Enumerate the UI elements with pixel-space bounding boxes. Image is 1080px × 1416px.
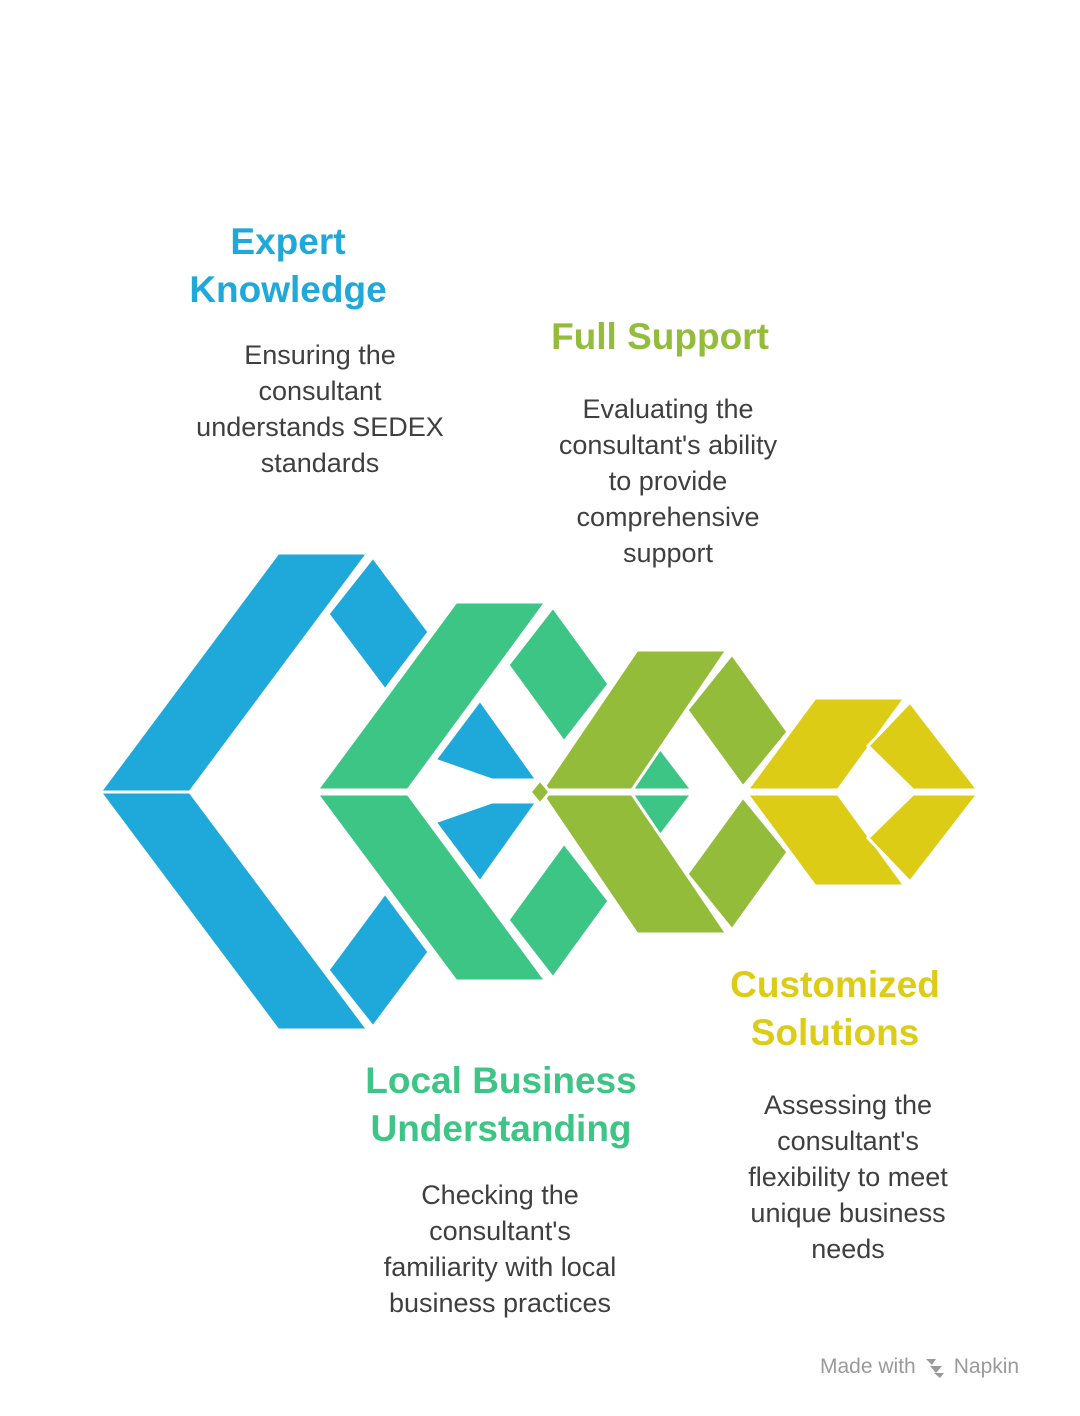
diamond-customized-solutions (744, 696, 982, 888)
made-with-napkin-credit: Made with Napkin (820, 1352, 1050, 1382)
blue-upper-arm (97, 551, 371, 794)
diamond-expert-knowledge (97, 551, 540, 1032)
local-business-title: Local Business Understanding (365, 1060, 637, 1149)
blue-lower-tip (326, 890, 431, 1030)
green-lower-tip (506, 840, 611, 981)
customized-solutions-description: Assessing the consultant's flexibility t… (748, 1090, 948, 1264)
expert-knowledge-description: Ensuring the consultant understands SEDE… (196, 340, 444, 478)
olive-left-notch (528, 777, 552, 807)
diamond-full-support (528, 648, 790, 936)
olive-lower-tip (685, 794, 790, 933)
yellow-upper-tip (865, 699, 982, 792)
blue-inner-upper (432, 697, 540, 782)
expert-knowledge-title: Expert Knowledge (189, 221, 387, 310)
blue-upper-tip (326, 554, 431, 693)
yellow-upper-arm (744, 696, 908, 792)
green-lower-arm (314, 792, 549, 983)
olive-lower-arm (539, 792, 730, 936)
full-support-title: Full Support (551, 316, 769, 357)
yellow-lower-tip (865, 792, 982, 885)
napkin-logo-icon (925, 1359, 944, 1378)
green-upper-arm (314, 600, 549, 792)
olive-upper-tip (685, 651, 790, 790)
napkin-brand-label: Napkin (953, 1355, 1020, 1378)
local-business-description: Checking the consultant's familiarity wi… (383, 1180, 617, 1318)
blue-lower-arm (97, 790, 371, 1032)
olive-upper-arm (539, 648, 730, 792)
green-upper-tip (506, 604, 611, 745)
full-support-description: Evaluating the consultant's ability to p… (558, 394, 778, 568)
diamond-local-business (314, 600, 696, 983)
yellow-lower-arm (744, 792, 908, 888)
made-with-label: Made with (820, 1355, 916, 1378)
customized-solutions-title: Customized Solutions (730, 964, 940, 1053)
